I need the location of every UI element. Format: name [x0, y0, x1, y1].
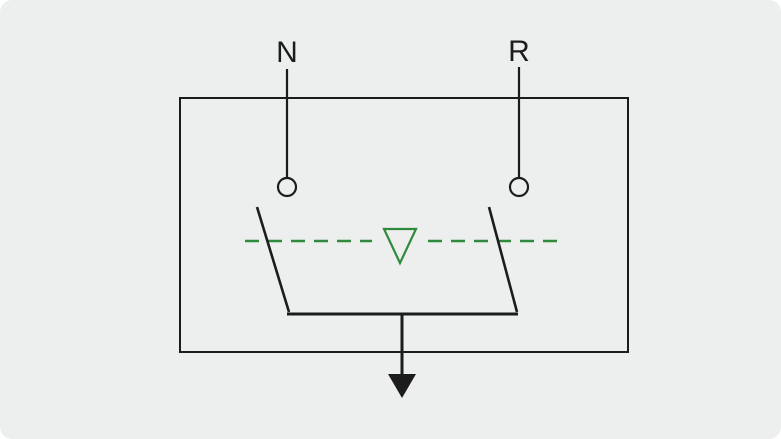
terminal-r-label: R: [508, 35, 530, 68]
enclosure-outline: [179, 97, 629, 353]
output-arrowhead-icon: [388, 374, 416, 398]
right-switch-blade: [487, 206, 519, 313]
r-contact-circle: [508, 176, 530, 198]
neutral-position-triangle-icon: [382, 227, 418, 266]
terminal-n-label: N: [276, 36, 298, 69]
n-contact-circle: [276, 176, 298, 198]
left-switch-blade: [255, 206, 291, 313]
